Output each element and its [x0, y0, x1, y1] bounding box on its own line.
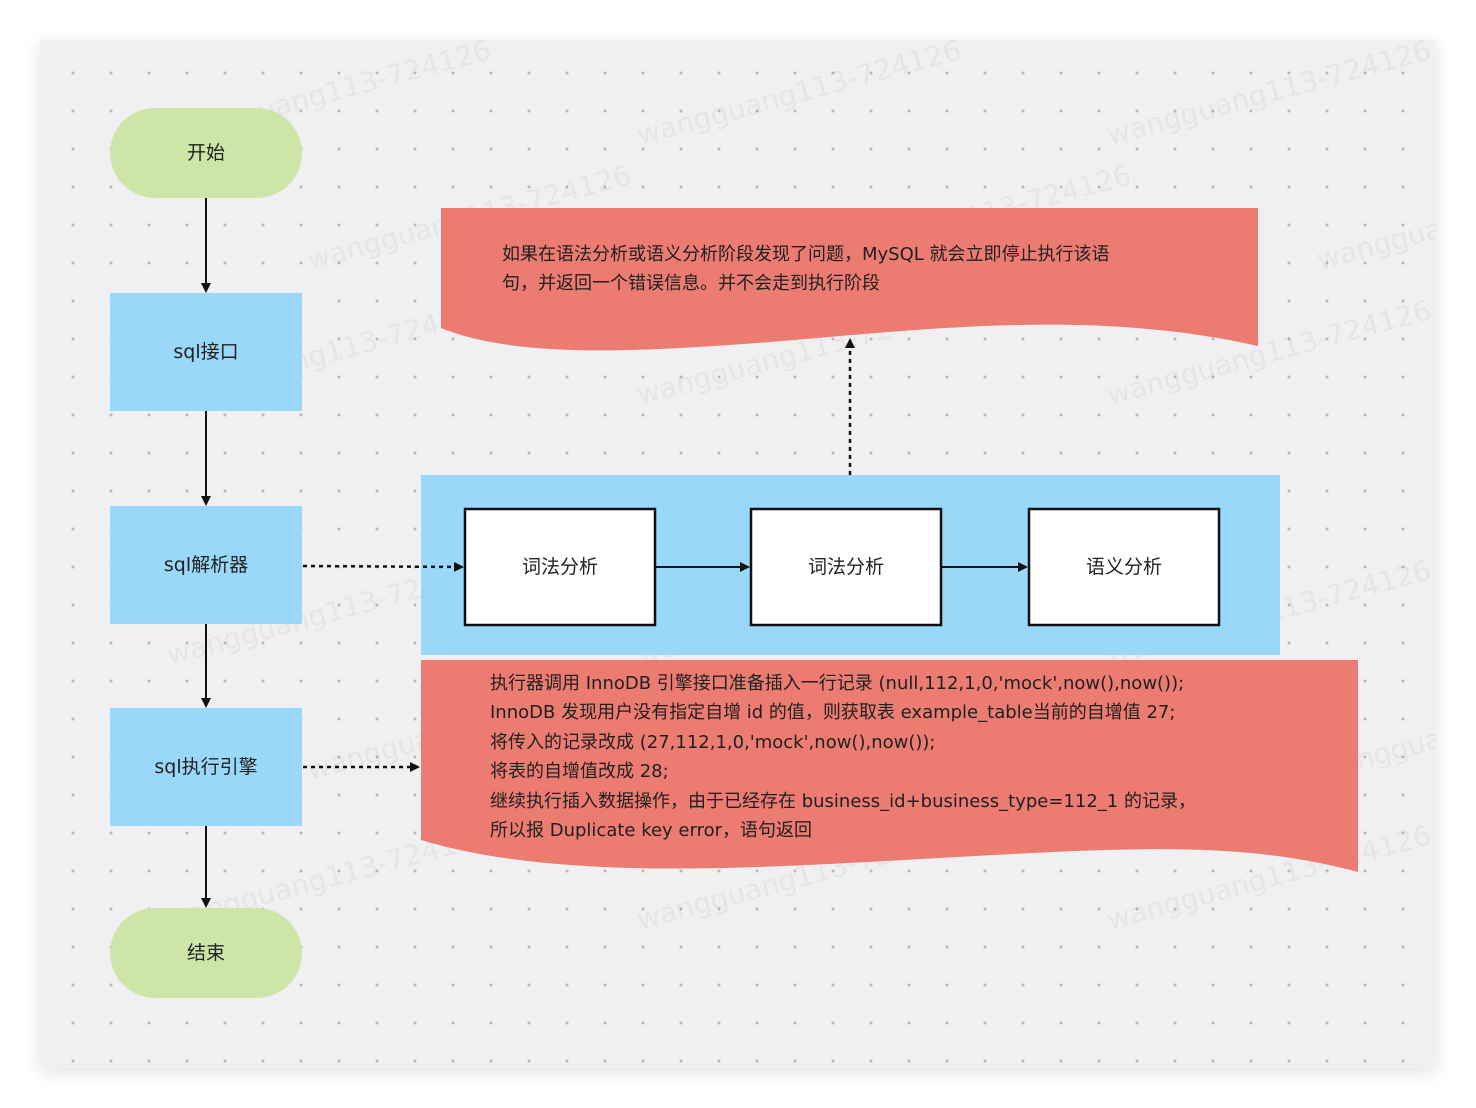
sql-engine-node[interactable] [110, 708, 302, 826]
flowchart: wangguang113-724126 wangguang113-724126 … [110, 40, 1436, 998]
engine-note-line: 将表的自增值改成 28; [490, 761, 669, 782]
start-node-label: 开始 [187, 142, 225, 164]
engine-note-line: InnoDB 发现用户没有指定自增 id 的值，则获取表 example_tab… [490, 702, 1175, 723]
engine-note-line: 执行器调用 InnoDB 引擎接口准备插入一行记录 (null,112,1,0,… [490, 673, 1184, 694]
lexical-analysis-box[interactable] [463, 507, 657, 627]
sql-parser-node[interactable] [110, 506, 302, 624]
sql-interface-node[interactable] [110, 293, 302, 411]
error-note-shape [441, 208, 1258, 351]
engine-note-line: 所以报 Duplicate key error，语句返回 [490, 820, 812, 841]
engine-note-line: 将传入的记录改成 (27,112,1,0,'mock',now(),now())… [490, 732, 935, 753]
watermark: wangguang113-724126 [1313, 158, 1436, 276]
error-note-line: 句，并返回一个错误信息。并不会走到执行阶段 [502, 273, 880, 294]
watermark: wangguang113-724126 [633, 40, 964, 152]
watermark: wangguang113-724126 [1103, 40, 1434, 152]
end-node[interactable] [110, 908, 302, 998]
sql-interface-label: sql接口 [173, 341, 238, 363]
arrow-parser-to-stages [302, 561, 464, 572]
lexical-analysis-box-2[interactable] [749, 507, 943, 627]
engine-note-text: 执行器调用 InnoDB 引擎接口准备插入一行记录 (null,112,1,0,… [490, 673, 1202, 841]
semantic-analysis-box[interactable] [1027, 507, 1221, 627]
error-note-text: 如果在语法分析或语义分析阶段发现了问题，MySQL 就会立即停止执行该语 句，并… [502, 244, 1115, 294]
lexical-analysis-label: 词法分析 [522, 556, 598, 578]
sql-engine-label: sql执行引擎 [154, 756, 257, 778]
diagram-canvas: wangguang113-724126 wangguang113-724126 … [40, 40, 1436, 1068]
sql-parser-label: sql解析器 [164, 554, 248, 576]
error-note-line: 如果在语法分析或语义分析阶段发现了问题，MySQL 就会立即停止执行该语 [502, 244, 1110, 265]
engine-note-line: 继续执行插入数据操作，由于已经存在 business_id+business_t… [490, 791, 1196, 812]
end-node-label: 结束 [187, 942, 225, 964]
lexical-analysis-label-2: 词法分析 [808, 556, 884, 578]
engine-note-shape [421, 660, 1358, 872]
semantic-analysis-label: 语义分析 [1086, 556, 1162, 578]
start-node[interactable] [110, 108, 302, 198]
